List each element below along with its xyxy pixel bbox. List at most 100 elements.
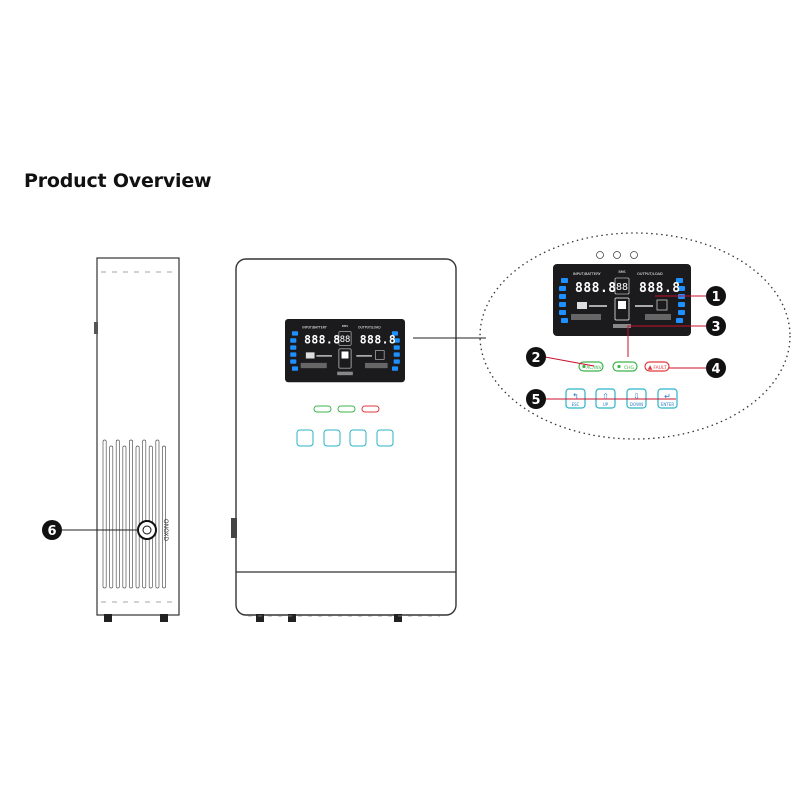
lcd-level-bar-left — [559, 294, 566, 299]
callout-lines — [544, 295, 707, 400]
lcd-left-digits: 888.8 — [304, 333, 340, 347]
side-view: ONOXD — [94, 257, 180, 622]
lcd-level-bar-right — [393, 338, 400, 343]
vent-slot — [155, 439, 160, 589]
down-button-small[interactable] — [349, 429, 367, 447]
down-button-label: DOWN — [630, 402, 643, 407]
lcd-top-icons — [596, 251, 638, 259]
lcd-level-bar-left — [290, 345, 297, 350]
callout-marker — [706, 286, 726, 306]
lcd-status-bar — [613, 324, 631, 328]
lcd-level-bar-left — [290, 338, 297, 343]
lcd-inverter-screen — [341, 351, 349, 359]
lcd-center-box — [338, 331, 352, 346]
lcd-level-bar-left — [559, 286, 566, 291]
lcd-left-digits: 888.8 — [575, 281, 617, 296]
enter-icon: ↵ — [664, 392, 671, 401]
up-button-small[interactable] — [323, 429, 341, 447]
lcd-load-icon — [656, 299, 668, 311]
lcd-level-bar-right — [393, 352, 400, 357]
vent-slot — [142, 439, 147, 589]
power-switch[interactable] — [137, 520, 157, 540]
esc-icon: ↰ — [572, 392, 579, 401]
lcd-flow-line-right — [356, 354, 372, 357]
lcd-flow-line-left — [589, 305, 607, 307]
lcd-load-bars — [645, 314, 671, 320]
lcd-level-bar-right — [678, 286, 685, 291]
esc-button-small[interactable] — [296, 429, 314, 447]
indicator-ac-inv-label: AC/INV — [586, 365, 602, 371]
lcd-level-bar-right — [391, 366, 399, 371]
callout-6: 6 — [42, 520, 62, 540]
vent-slot — [109, 445, 114, 589]
callout-number: 3 — [711, 320, 720, 335]
callout-number: 4 — [711, 362, 720, 377]
lcd-level-bar-left — [291, 331, 299, 336]
lcd-level-bar-left — [291, 366, 299, 371]
lcd-level-bar-right — [678, 302, 685, 307]
vent-slot — [135, 445, 140, 589]
lcd-inverter-icon — [338, 348, 352, 369]
page-title: Product Overview — [24, 170, 212, 192]
lcd-status-bar — [337, 371, 353, 376]
zoom-ellipse — [479, 232, 791, 440]
enter-button-small[interactable] — [376, 429, 394, 447]
esc-button-label: ESC — [572, 402, 580, 407]
up-button-label: UP — [603, 402, 609, 407]
vent-slot — [129, 439, 133, 589]
lcd-center-digits: 88 — [616, 282, 628, 293]
lcd-level-bar-left — [290, 352, 297, 357]
indicator-chg — [337, 405, 356, 413]
callout-2: 2 — [526, 347, 546, 367]
lcd-source-icons — [571, 314, 601, 320]
callout-marker — [706, 358, 726, 378]
vent-grille — [102, 439, 166, 589]
indicator-fault-label: FAULT — [653, 365, 666, 371]
vent-slot — [122, 445, 127, 589]
vent-slot — [162, 445, 166, 589]
callout-4: 4 — [706, 358, 726, 378]
callout-marker — [42, 520, 62, 540]
lcd-battery-icon — [577, 302, 587, 309]
lcd-right-digits: 888.8 — [360, 333, 396, 347]
lcd-center-digits: 88 — [340, 335, 351, 345]
lcd-level-bar-right — [393, 345, 400, 350]
lcd-center-label: BMS — [342, 324, 348, 328]
callout-marker — [526, 347, 546, 367]
warning-icon: ▲ — [648, 364, 653, 371]
lcd-right-label: OUTPUT/LOAD — [637, 272, 663, 276]
lcd-load-bars — [365, 362, 388, 369]
vent-slot — [115, 439, 120, 589]
indicator-fault — [644, 361, 670, 372]
up-arrow-icon: ⇧ — [602, 392, 609, 401]
lcd-level-bar-right — [678, 310, 685, 315]
callout-number: 1 — [711, 290, 720, 305]
button-row-small — [296, 429, 394, 447]
indicator-ac-inv — [313, 405, 332, 413]
enter-button-label: ENTER — [661, 402, 674, 407]
lcd-level-bar-left — [559, 310, 566, 315]
side-brand-text: ONOXD — [162, 519, 169, 542]
lcd-inverter-screen — [618, 301, 626, 309]
lcd-level-bar-right — [676, 318, 683, 323]
callout-number: 5 — [531, 393, 540, 408]
lcd-level-bar-left — [559, 302, 566, 307]
callout-number: 6 — [47, 524, 56, 539]
lcd-center-box — [614, 277, 630, 295]
indicator-row: AC/INV CHG FAULT ▲ — [578, 361, 670, 372]
callout-number: 2 — [531, 351, 540, 366]
callout-5: 5 — [526, 389, 546, 409]
lcd-level-bar-right — [676, 278, 683, 283]
indicator-chg-label: CHG — [624, 365, 635, 371]
lcd-level-bar-right — [391, 331, 399, 336]
vent-slot — [102, 439, 107, 589]
lcd-right-digits: 888.8 — [639, 281, 681, 296]
lcd-load-icon — [375, 350, 385, 360]
indicator-fault — [361, 405, 380, 413]
button-row: ↰ ESC ⇧ UP ⇩ DOWN ↵ ENTER — [565, 388, 678, 409]
